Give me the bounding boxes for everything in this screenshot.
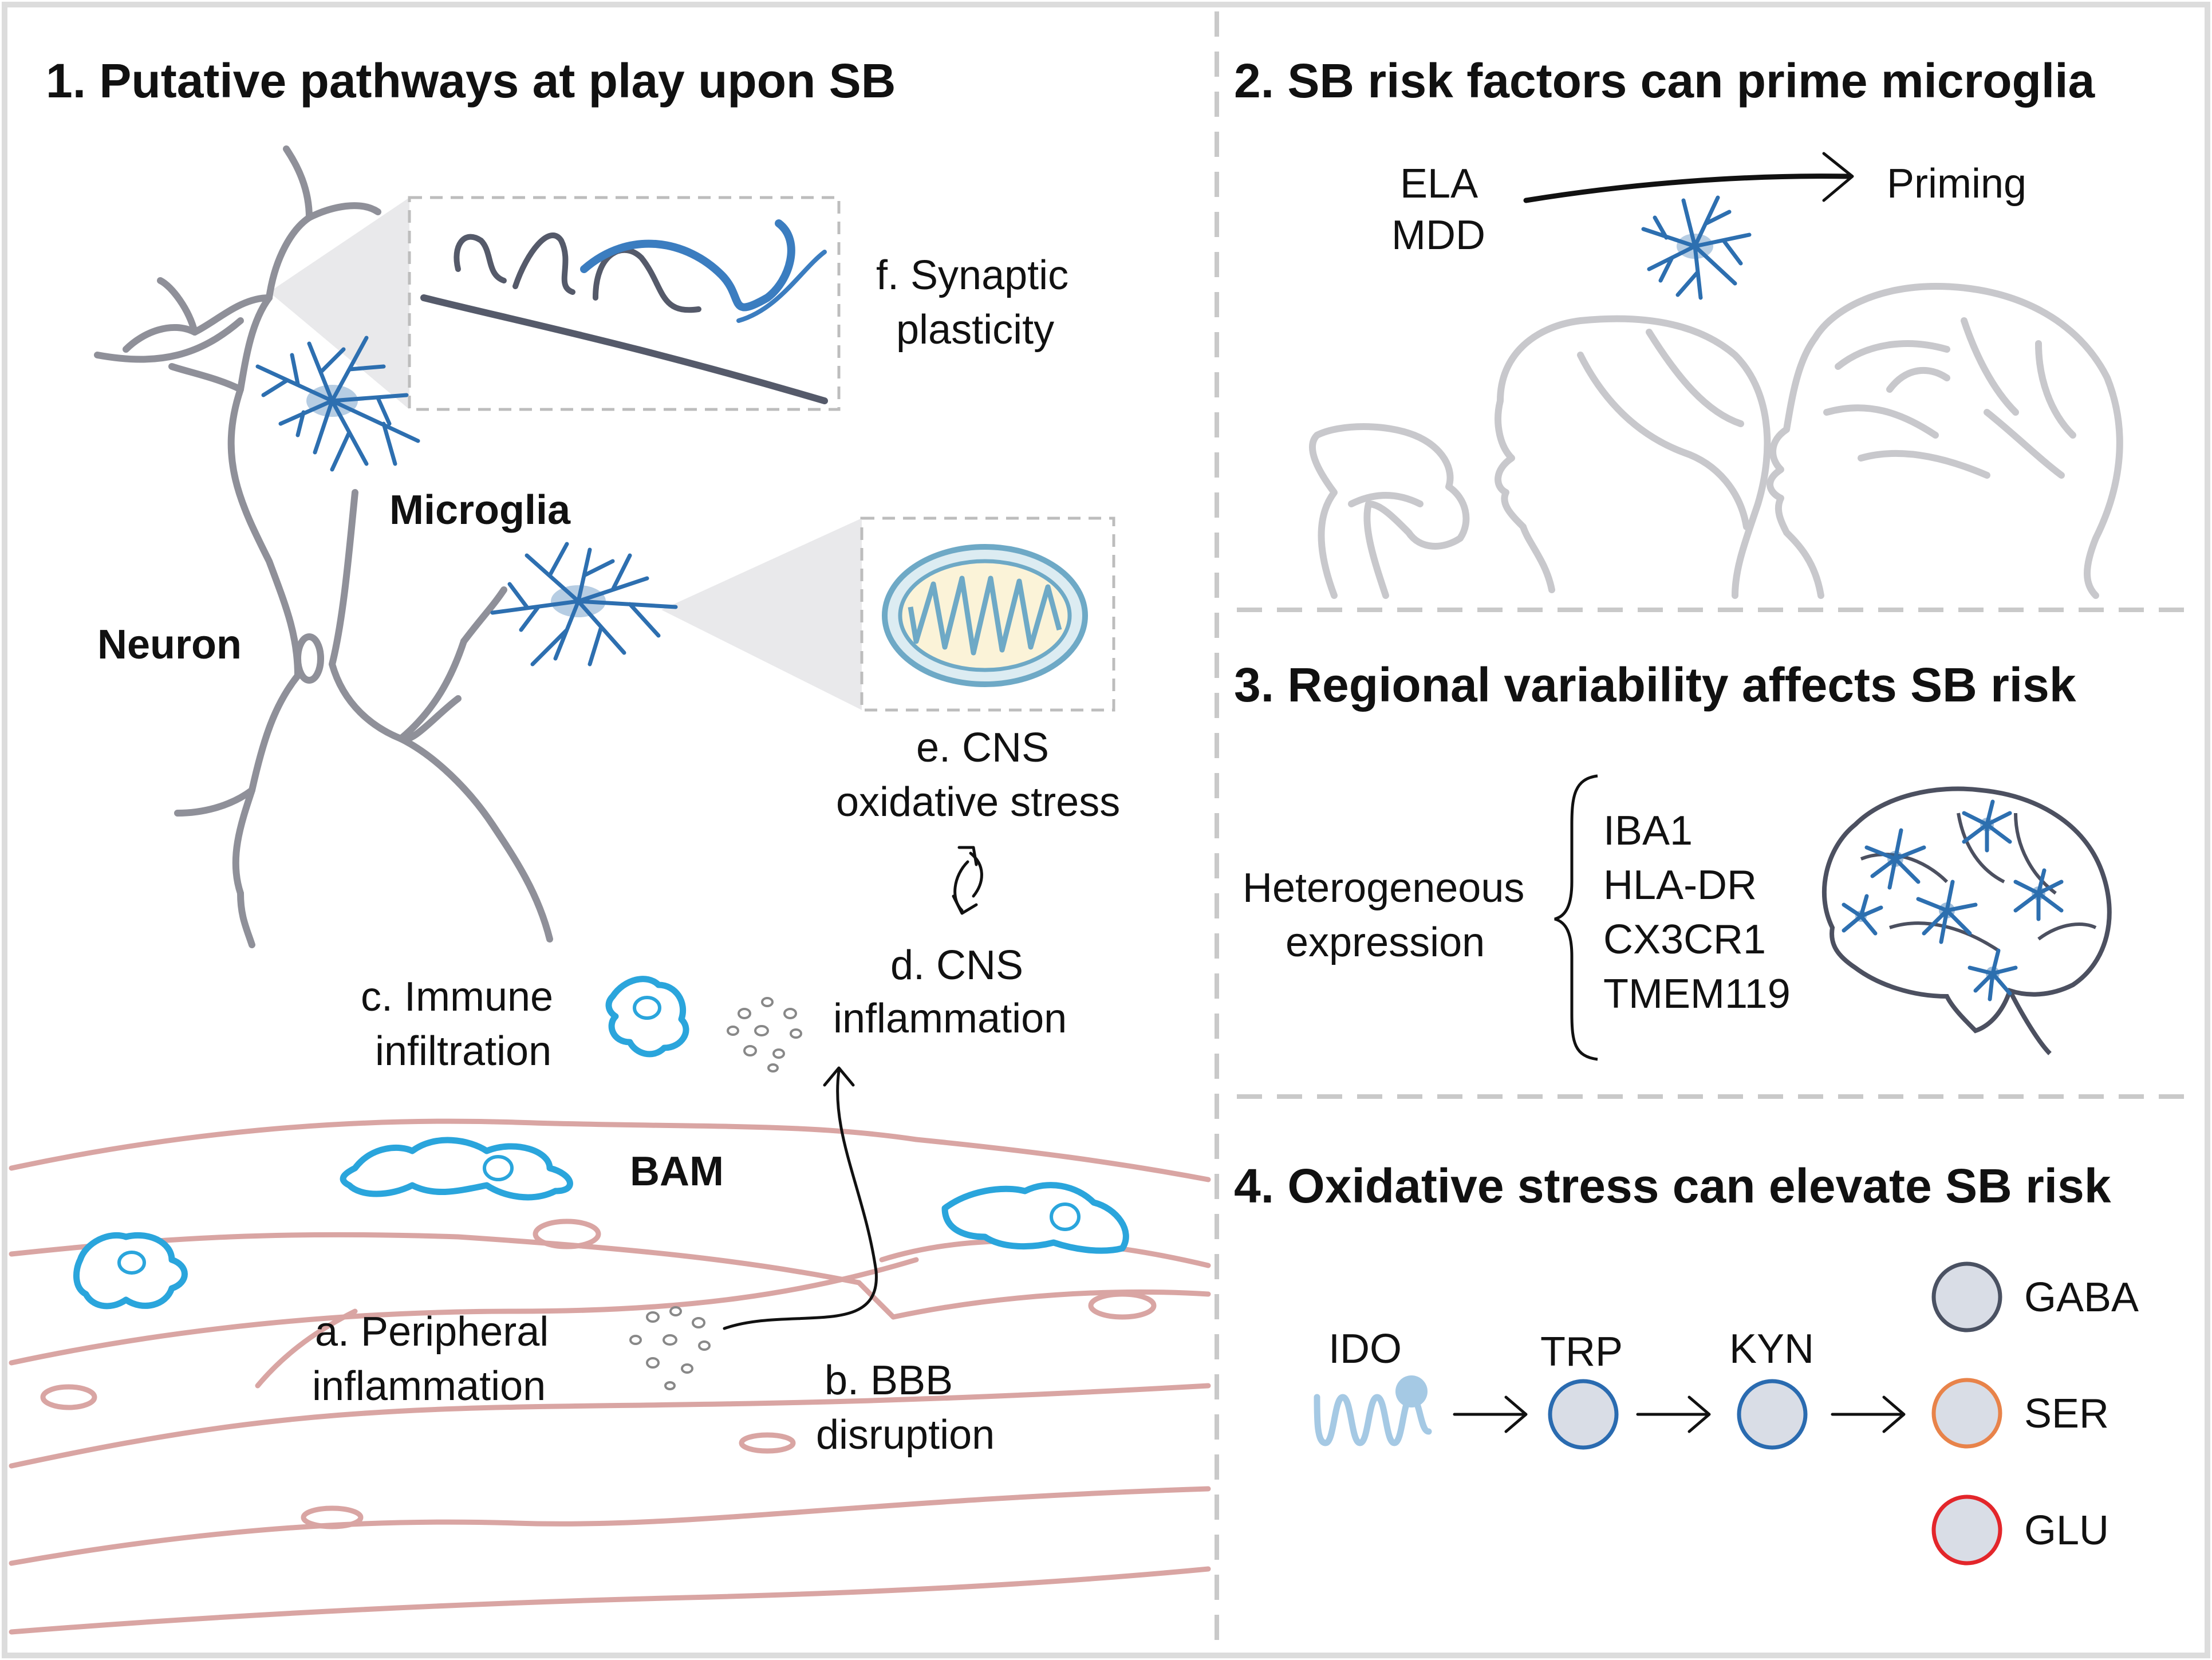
synapse-zoom-box <box>408 196 841 411</box>
output-node-ser <box>1931 1378 2002 1449</box>
priming-arrow <box>1523 174 1852 203</box>
panel3-title: 3. Regional variability affects SB risk <box>1234 658 2076 712</box>
label-synaptic-1: f. Synaptic <box>876 253 1068 298</box>
mitochondrion-icon <box>882 544 1088 687</box>
label-gaba: GABA <box>2024 1275 2139 1320</box>
bbb-arrow <box>723 1069 878 1330</box>
synapse-zoom-cone <box>269 198 409 409</box>
marker-2: CX3CR1 <box>1603 917 1766 963</box>
trp-node <box>1548 1379 1619 1450</box>
arrow-kyn-outputs <box>1831 1395 1906 1433</box>
panel-1: 1. Putative pathways at play upon SB <box>9 54 1211 1635</box>
marker-1: HLA-DR <box>1603 862 1757 908</box>
priming-arrow-head <box>1822 152 1854 202</box>
kyn-node <box>1737 1379 1808 1450</box>
marker-3: TMEM119 <box>1603 971 1791 1017</box>
label-immune-1: c. Immune <box>361 974 553 1020</box>
label-peripheral-2: inflammation <box>312 1363 546 1409</box>
label-microglia: Microglia <box>389 487 571 533</box>
output-node-glu <box>1931 1495 2002 1566</box>
output-node-gaba <box>1931 1261 2002 1332</box>
label-oxidative-2: oxidative stress <box>836 779 1120 825</box>
label-bbb-1: b. BBB <box>825 1358 953 1403</box>
panel-4: 4. Oxidative stress can elevate SB risk … <box>1234 1159 2139 1566</box>
label-glu: GLU <box>2024 1508 2109 1553</box>
label-ser: SER <box>2024 1391 2109 1437</box>
neuron-illustration <box>94 145 553 948</box>
label-mdd: MDD <box>1391 212 1485 258</box>
label-bam: BAM <box>630 1149 724 1194</box>
cytokines-peripheral <box>629 1306 711 1390</box>
label-peripheral-1: a. Peripheral <box>315 1309 549 1355</box>
label-heterogeneous: Heterogeneous <box>1243 865 1524 911</box>
bbb-arrow-head <box>823 1066 855 1087</box>
label-bbb-2: disruption <box>816 1412 995 1458</box>
label-kyn: KYN <box>1729 1326 1814 1372</box>
immune-cell-nucleus <box>633 996 661 1020</box>
marker-0: IBA1 <box>1603 808 1693 854</box>
brain-development-silhouettes <box>1309 283 2123 599</box>
label-immune-2: infiltration <box>375 1028 551 1074</box>
bidirectional-arrow <box>952 846 983 915</box>
ido-enzyme-icon <box>1314 1375 1432 1446</box>
bam-macrophages <box>73 1137 1129 1310</box>
microglia-cell-1 <box>255 336 420 472</box>
cytokines-upper <box>727 997 802 1073</box>
label-inflammation-1: d. CNS <box>890 943 1023 988</box>
microglia-small <box>1641 195 1752 300</box>
panel-3: 3. Regional variability affects SB risk … <box>1234 658 2112 1061</box>
label-ido: IDO <box>1328 1326 1402 1372</box>
panel2-title: 2. SB risk factors can prime microglia <box>1234 54 2096 108</box>
arrow-ido-trp <box>1453 1395 1528 1433</box>
label-neuron: Neuron <box>97 622 242 668</box>
label-synaptic-2: plasticity <box>896 307 1054 353</box>
label-ela: ELA <box>1400 161 1478 207</box>
curly-brace <box>1554 774 1598 1061</box>
synapse-illustration <box>420 219 828 404</box>
label-inflammation-2: inflammation <box>833 996 1067 1042</box>
panel-2: 2. SB risk factors can prime microglia E… <box>1234 54 2123 599</box>
brain-with-microglia <box>1821 786 2112 1055</box>
arrow-trp-kyn <box>1636 1395 1711 1433</box>
label-priming: Priming <box>1887 161 2026 207</box>
microglia-cell-2 <box>490 542 678 667</box>
panel1-title: 1. Putative pathways at play upon SB <box>46 54 896 108</box>
label-oxidative-1: e. CNS <box>916 725 1049 771</box>
label-expression: expression <box>1286 920 1485 965</box>
label-trp: TRP <box>1540 1329 1623 1375</box>
panel4-title: 4. Oxidative stress can elevate SB risk <box>1234 1159 2111 1213</box>
mito-zoom-cone <box>661 518 862 710</box>
